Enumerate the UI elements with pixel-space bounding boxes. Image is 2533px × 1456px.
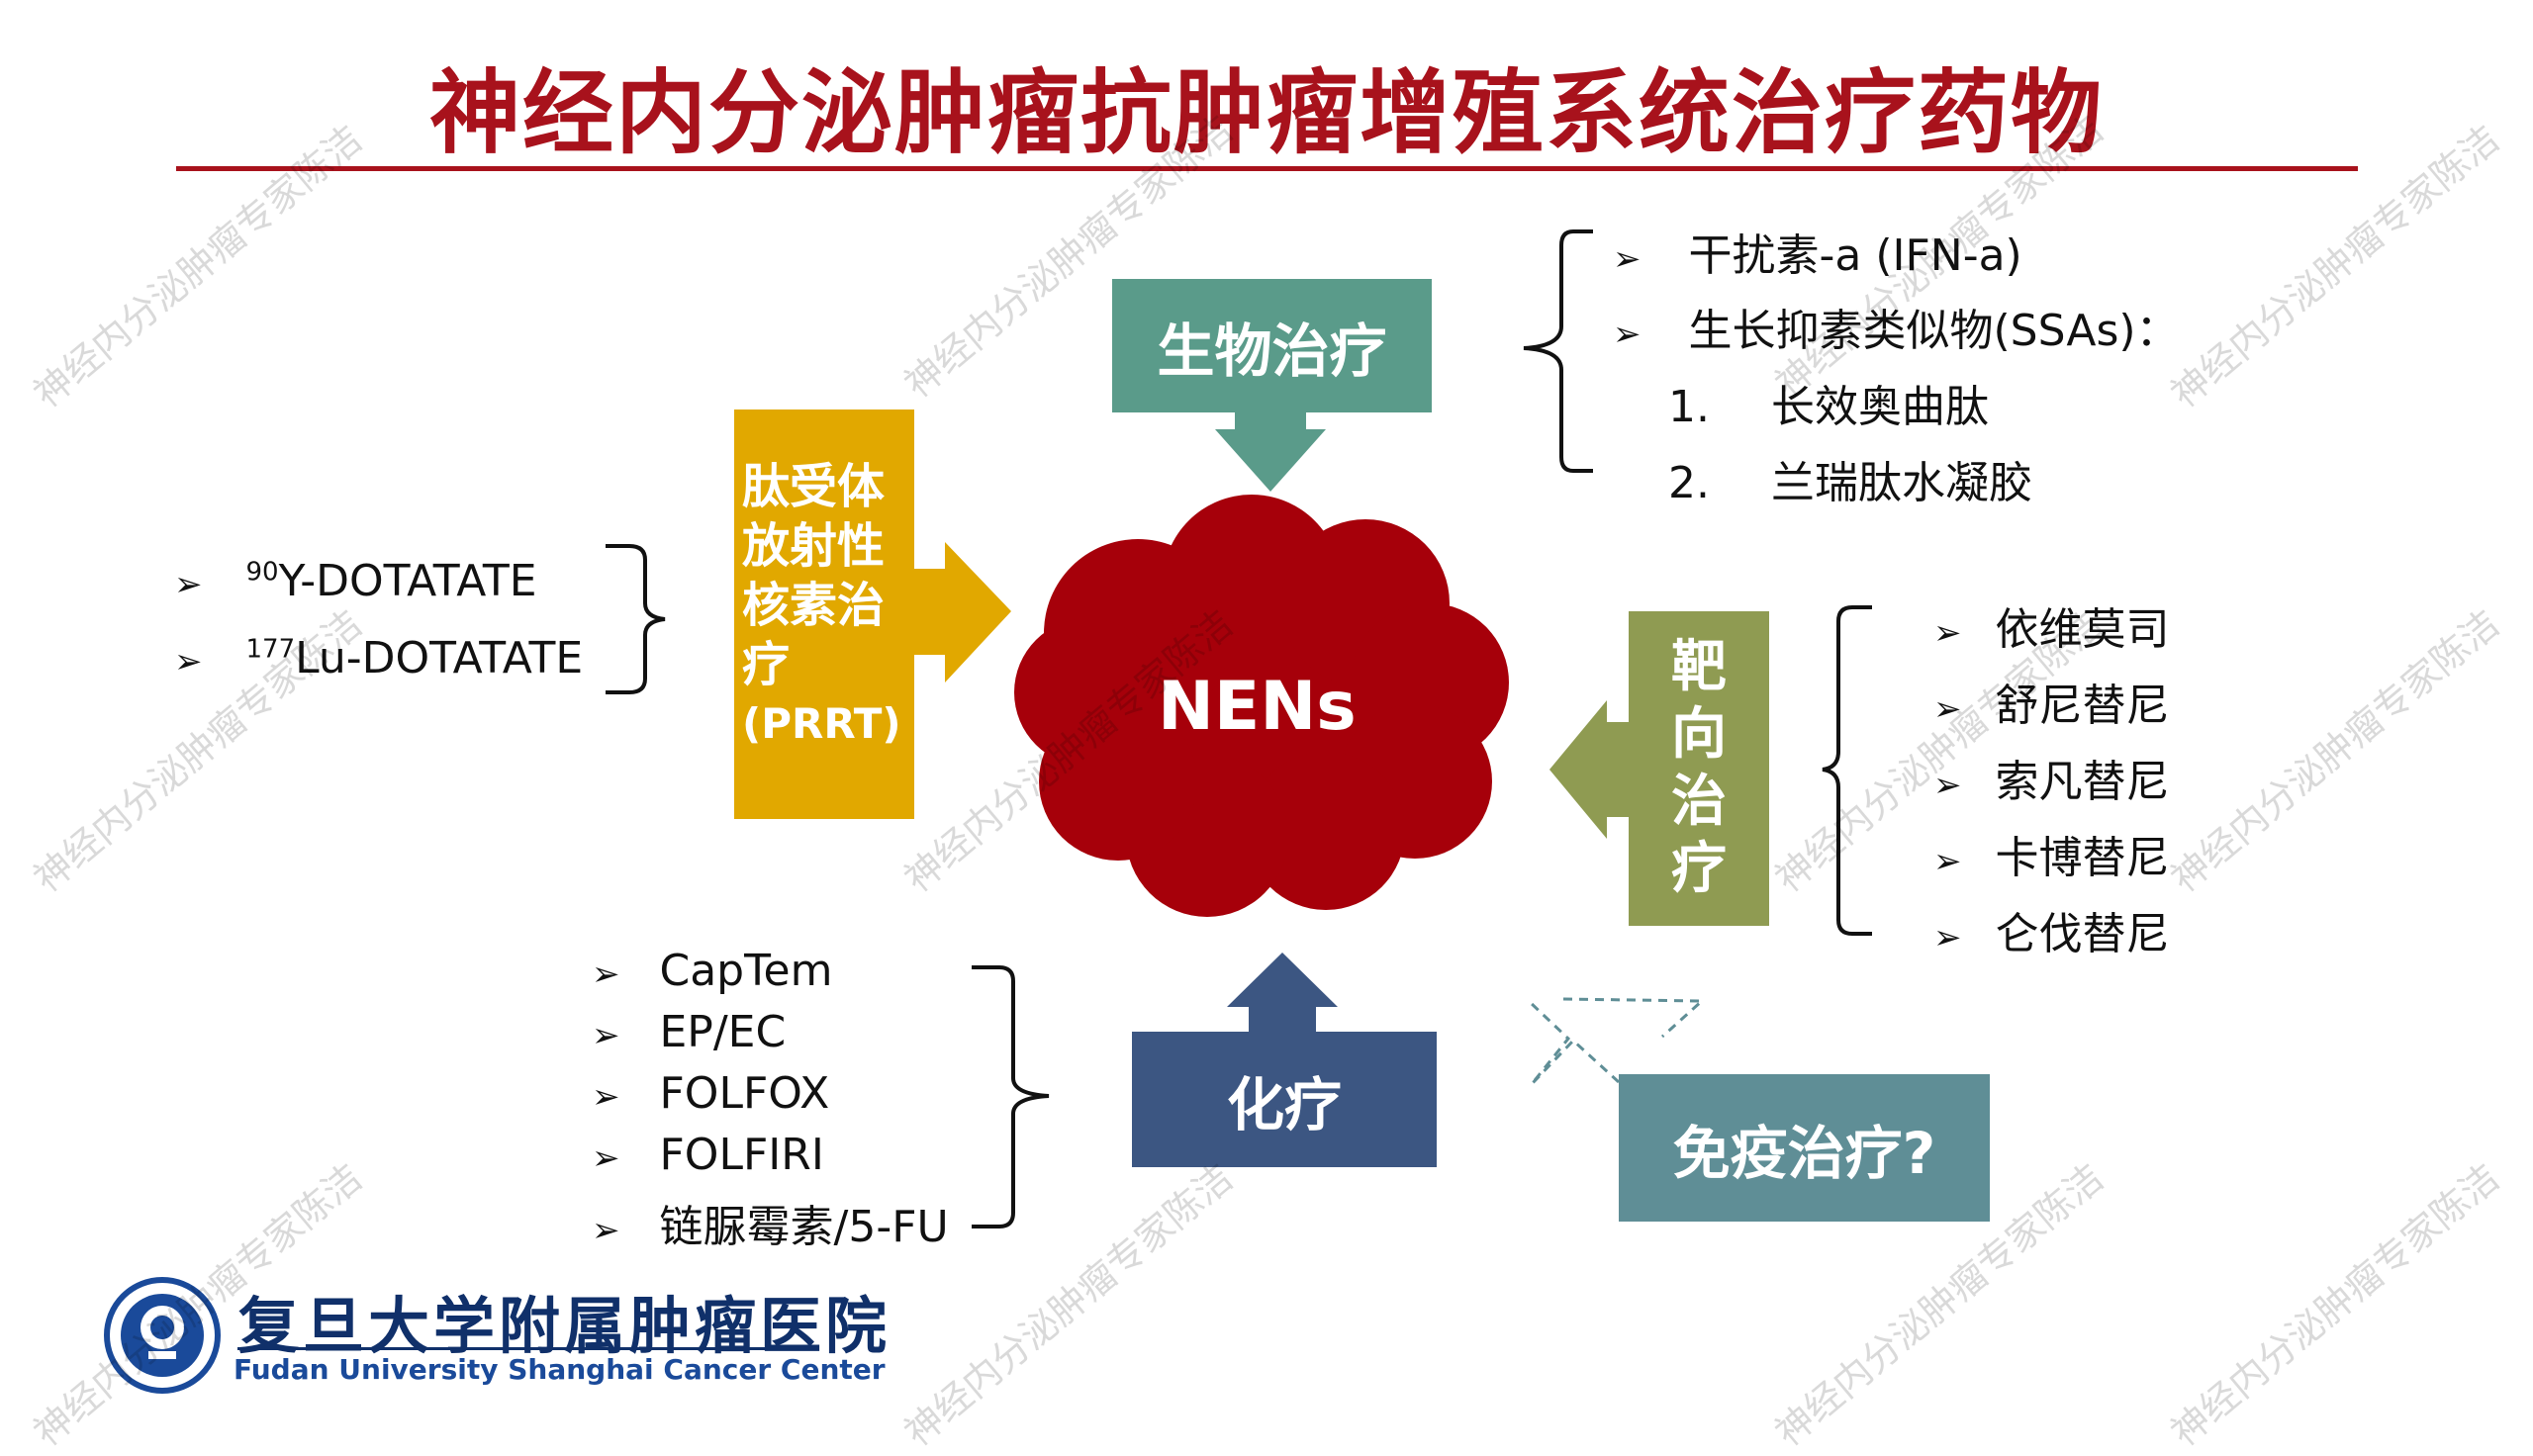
targeted-item: ➢索凡替尼	[1933, 757, 2170, 807]
prrt-line: 肽受体	[742, 459, 886, 514]
prrt-arrow	[914, 542, 1011, 682]
targeted-item: ➢卡博替尼	[1933, 833, 2170, 883]
immune-dashed-arrow	[1527, 997, 1706, 1086]
nens-label: NENs	[1158, 668, 1357, 746]
targeted-char: 靶	[1671, 635, 1727, 699]
hospital-emblem-icon	[104, 1277, 221, 1394]
hospital-name-cn: 复旦大学附属肿瘤医院	[237, 1290, 891, 1362]
chemo-item: ➢链脲霉素/5-FU	[592, 1202, 949, 1252]
targeted-item: ➢舒尼替尼	[1933, 681, 2170, 731]
prrt-line: (PRRT)	[742, 699, 901, 748]
bio-item-2: ➢ 生长抑素类似物(SSAs)：	[1613, 306, 2180, 356]
prrt-line: 疗	[742, 637, 791, 692]
hospital-name-en: Fudan University Shanghai Cancer Center	[234, 1353, 886, 1386]
bio-item-4: 2. 兰瑞肽水凝胶	[1668, 458, 2032, 508]
chemo-arrow	[1227, 953, 1338, 1032]
targeted-item: ➢依维莫司	[1933, 604, 2170, 655]
targeted-char: 疗	[1671, 837, 1727, 901]
bio-item-3: 1. 长效奥曲肽	[1668, 382, 1989, 432]
bio-item-1: ➢ 干扰素-a (IFN-a)	[1613, 230, 2022, 281]
prrt-item-1: ➢ 90Y-DOTATATE	[174, 556, 537, 606]
bio-brace	[1523, 229, 1593, 473]
biological-therapy-box: 生物治疗	[1112, 279, 1432, 412]
prrt-line: 核素治	[742, 578, 886, 633]
targeted-brace	[1822, 605, 1872, 936]
prrt-line: 放射性	[742, 518, 886, 574]
targeted-arrow	[1549, 700, 1629, 839]
targeted-therapy-box: 靶 向 治 疗	[1629, 611, 1769, 926]
nens-cloud	[1014, 495, 1509, 917]
chemotherapy-box: 化疗	[1132, 1032, 1437, 1167]
chemo-item: ➢CapTem	[592, 946, 833, 996]
chemo-brace	[972, 965, 1050, 1228]
immunotherapy-box: 免疫治疗?	[1619, 1074, 1990, 1222]
targeted-char: 向	[1671, 702, 1727, 767]
diagram-shapes	[104, 229, 1872, 1394]
chemo-item: ➢EP/EC	[592, 1007, 787, 1057]
title-divider	[176, 166, 2358, 171]
prrt-item-2: ➢ 177Lu-DOTATATE	[174, 633, 584, 683]
logo-divider	[237, 1347, 801, 1350]
chemo-item: ➢FOLFOX	[592, 1068, 830, 1119]
bio-arrow	[1215, 412, 1326, 492]
targeted-char: 治	[1671, 770, 1727, 834]
prrt-box: 肽受体 放射性 核素治 疗 (PRRT)	[734, 410, 914, 819]
page-title: 神经内分泌肿瘤抗肿瘤增殖系统治疗药物	[428, 60, 2104, 166]
prrt-brace	[606, 544, 666, 694]
targeted-item: ➢仑伐替尼	[1933, 909, 2170, 959]
chemo-item: ➢FOLFIRI	[592, 1130, 824, 1180]
